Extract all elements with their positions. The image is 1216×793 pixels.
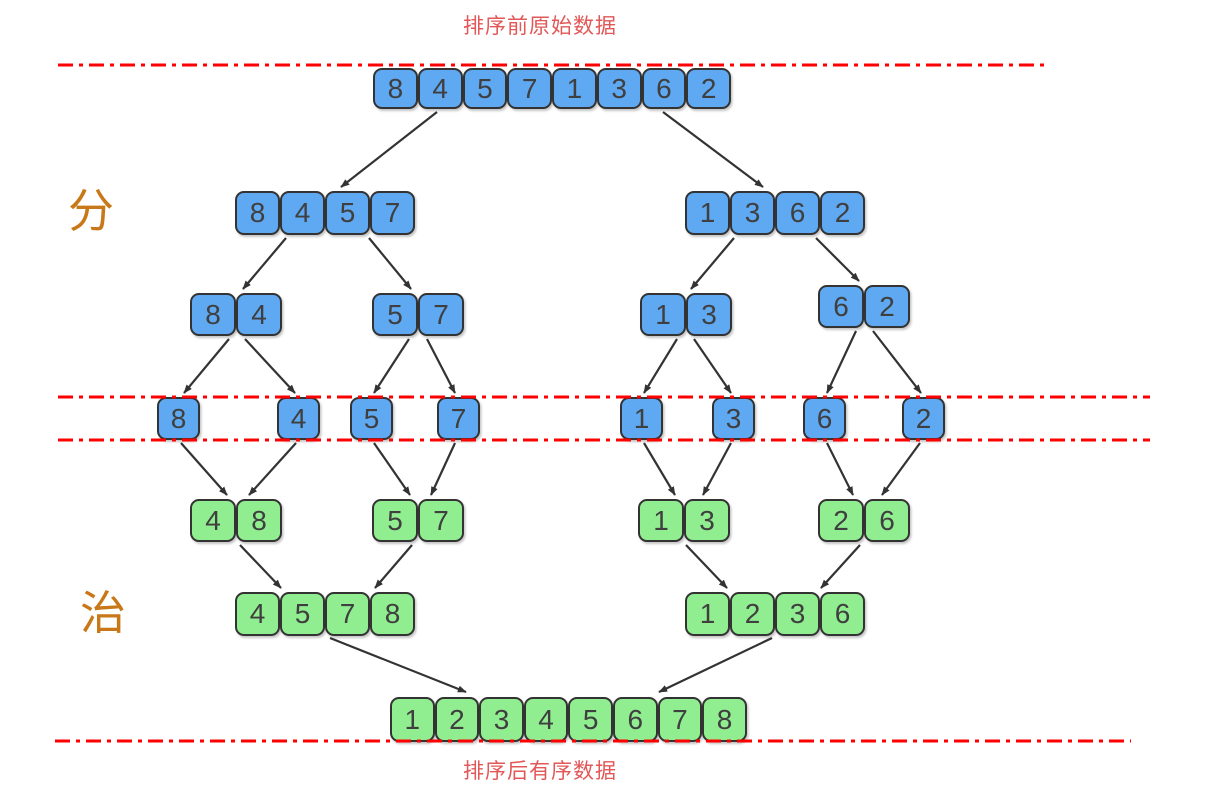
array-cell-single-7-0: 7: [437, 397, 480, 440]
array-cell-merged-1236-3: 6: [820, 592, 865, 636]
array-cell-root-7: 2: [686, 68, 731, 109]
title-before-sort: 排序前原始数据: [463, 15, 617, 38]
array-cell-pair-62-0: 6: [818, 285, 864, 328]
array-cell-merged-final-5: 6: [613, 697, 658, 742]
array-cell-root-6: 6: [641, 68, 687, 109]
array-cell-pair-13-0: 1: [640, 293, 686, 336]
array-cell-single-3-0: 3: [712, 397, 755, 440]
array-cell-pair-62-1: 2: [864, 285, 910, 328]
array-cell-single-5-0: 5: [350, 397, 393, 440]
array-cell-merged-26-1: 6: [864, 499, 910, 542]
array-cell-merged-57-1: 7: [418, 499, 464, 542]
array-cell-single-4-0: 4: [277, 397, 320, 440]
array-cell-merged-final-0: 1: [390, 697, 435, 742]
array-cell-merged-4578-2: 7: [325, 592, 370, 636]
array-cell-merged-final-7: 8: [702, 697, 747, 742]
array-cell-right-half-3: 2: [820, 191, 865, 235]
array-cell-merged-1236-0: 1: [685, 592, 730, 636]
array-cell-right-half-0: 1: [685, 191, 730, 235]
array-cell-merged-1236-1: 2: [730, 592, 775, 636]
array-cell-left-half-3: 7: [370, 191, 415, 235]
array-cell-merged-final-6: 7: [657, 697, 703, 742]
phase-label-conquer: 治: [80, 587, 126, 639]
array-cell-left-half-2: 5: [325, 191, 370, 235]
array-cell-single-8-0: 8: [157, 397, 200, 440]
array-cell-merged-final-4: 5: [568, 697, 613, 742]
array-cell-merged-final-1: 2: [434, 697, 480, 742]
array-cell-pair-57-1: 7: [418, 293, 464, 336]
array-cell-merged-26-0: 2: [818, 499, 864, 542]
array-cell-merged-13-0: 1: [638, 499, 684, 542]
array-cell-merged-4578-0: 4: [235, 592, 280, 636]
array-cell-root-0: 8: [373, 68, 418, 109]
array-cell-single-2-0: 2: [902, 397, 945, 440]
array-cell-right-half-1: 3: [730, 191, 775, 235]
array-cell-right-half-2: 6: [775, 191, 820, 235]
array-cell-merged-final-2: 3: [479, 697, 524, 742]
array-cell-merged-48-1: 8: [236, 499, 282, 542]
array-cell-pair-13-1: 3: [686, 293, 732, 336]
array-cell-root-3: 7: [507, 68, 552, 109]
array-cell-merged-57-0: 5: [372, 499, 418, 542]
array-cell-single-6-0: 6: [803, 397, 846, 440]
array-cell-root-4: 1: [552, 68, 597, 109]
array-cell-merged-13-1: 3: [684, 499, 730, 542]
array-cell-merged-1236-2: 3: [775, 592, 820, 636]
array-cell-root-2: 5: [462, 68, 508, 109]
array-cell-left-half-1: 4: [280, 191, 325, 235]
array-cell-merged-4578-3: 8: [370, 592, 415, 636]
array-cell-merged-final-3: 4: [523, 697, 569, 742]
title-after-sort: 排序后有序数据: [463, 760, 617, 783]
array-cell-single-1-0: 1: [620, 397, 663, 440]
array-cell-root-5: 3: [596, 68, 642, 109]
array-cell-merged-4578-1: 5: [280, 592, 325, 636]
array-cell-pair-84-1: 4: [236, 293, 282, 336]
array-cell-left-half-0: 8: [235, 191, 280, 235]
array-cell-root-1: 4: [417, 68, 463, 109]
array-cell-merged-48-0: 4: [190, 499, 236, 542]
array-cell-pair-84-0: 8: [190, 293, 236, 336]
phase-label-divide: 分: [68, 185, 114, 237]
array-cell-pair-57-0: 5: [372, 293, 418, 336]
